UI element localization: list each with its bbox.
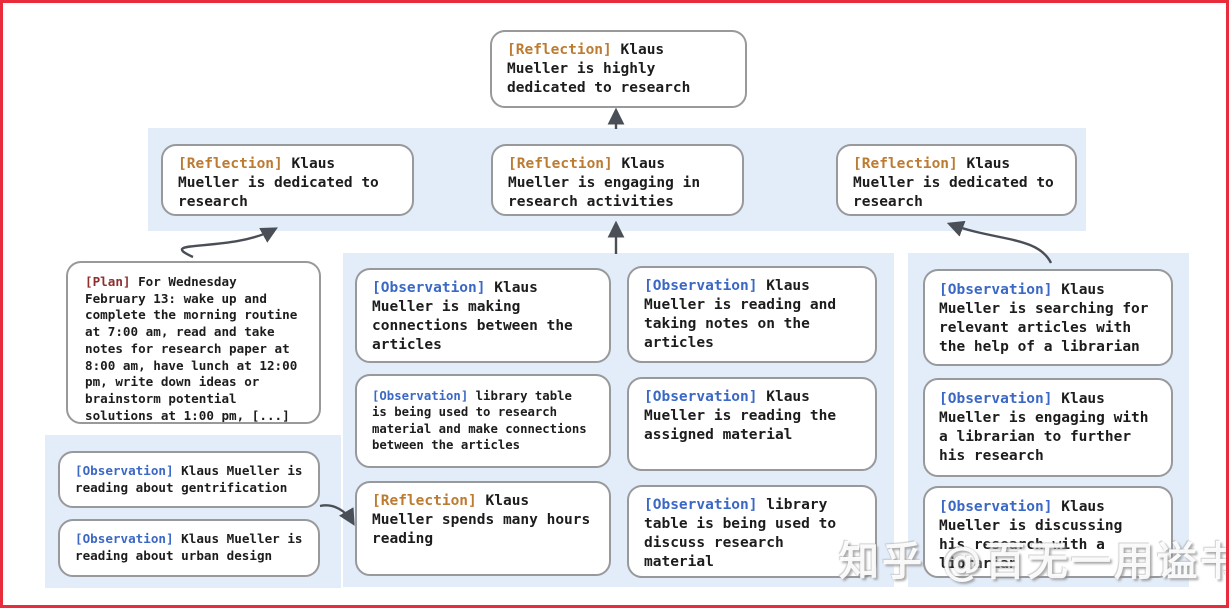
node-text: library table is being used to research … <box>372 389 587 453</box>
observation-node-assigned-material: [Observation] Klaus Mueller is reading t… <box>627 377 877 471</box>
node-text: Klaus Mueller is highly dedicated to res… <box>507 42 691 97</box>
plan-tag: [Plan] <box>85 274 131 289</box>
observation-tag: [Observation] <box>939 282 1053 298</box>
node-text: Klaus Mueller is reading the assigned ma… <box>644 389 837 444</box>
observation-node-gentrification: [Observation] Klaus Mueller is reading a… <box>58 451 320 508</box>
observation-tag: [Observation] <box>644 389 758 405</box>
observation-tag: [Observation] <box>75 463 174 478</box>
node-text: Klaus Mueller spends many hours reading <box>372 493 591 548</box>
reflection-tag: [Reflection] <box>178 156 283 172</box>
node-text: Klaus Mueller is engaging in research ac… <box>508 156 701 211</box>
node-text: Klaus Mueller is reading about gentrific… <box>75 463 303 495</box>
observation-tag: [Observation] <box>939 391 1053 407</box>
reflection-node-root: [Reflection] Klaus Mueller is highly ded… <box>490 30 747 108</box>
observation-tag: [Observation] <box>75 531 174 546</box>
observation-node-discussing-research: [Observation] Klaus Mueller is discussin… <box>923 486 1173 578</box>
observation-node-engaging-librarian: [Observation] Klaus Mueller is engaging … <box>923 378 1173 477</box>
observation-node-library-table-research: [Observation] library table is being use… <box>355 374 611 468</box>
reflection-tag: [Reflection] <box>507 42 612 58</box>
zhihu-watermark: 知乎 @百无一用谥书生 <box>839 539 1226 585</box>
reflection-node-middle: [Reflection] Klaus Mueller is engaging i… <box>491 144 744 216</box>
arrow-plan-to-left-reflection <box>180 227 278 259</box>
reflection-tag: [Reflection] <box>372 493 477 509</box>
node-text: Klaus Mueller is searching for relevant … <box>939 282 1149 356</box>
observation-tag: [Observation] <box>372 389 469 403</box>
reflection-tag: [Reflection] <box>853 156 958 172</box>
node-text: library table is being used to discuss r… <box>644 497 837 571</box>
reflection-node-hours-reading: [Reflection] Klaus Mueller spends many h… <box>355 481 611 576</box>
observation-node-making-connections: [Observation] Klaus Mueller is making co… <box>355 268 611 363</box>
reflection-node-left: [Reflection] Klaus Mueller is dedicated … <box>161 144 414 216</box>
node-text: For Wednesday February 13: wake up and c… <box>85 274 298 423</box>
observation-node-urban-design: [Observation] Klaus Mueller is reading a… <box>58 519 320 577</box>
node-text: Klaus Mueller is dedicated to research <box>178 156 379 211</box>
reflection-node-right: [Reflection] Klaus Mueller is dedicated … <box>836 144 1077 216</box>
observation-node-library-table-discuss: [Observation] library table is being use… <box>627 485 877 578</box>
node-text: Klaus Mueller is reading about urban des… <box>75 531 303 563</box>
observation-node-taking-notes: [Observation] Klaus Mueller is reading a… <box>627 266 877 363</box>
observation-tag: [Observation] <box>939 499 1053 515</box>
observation-tag: [Observation] <box>644 278 758 294</box>
observation-node-searching-articles: [Observation] Klaus Mueller is searching… <box>923 269 1173 366</box>
reflection-tag: [Reflection] <box>508 156 613 172</box>
node-text: Klaus Mueller is dedicated to research <box>853 156 1054 211</box>
node-text: Klaus Mueller is engaging with a librari… <box>939 391 1149 465</box>
node-text: Klaus Mueller is reading and taking note… <box>644 278 837 352</box>
node-text: Klaus Mueller is making connections betw… <box>372 280 573 354</box>
plan-node: [Plan] For Wednesday February 13: wake u… <box>66 261 321 424</box>
observation-tag: [Observation] <box>644 497 758 513</box>
observation-tag: [Observation] <box>372 280 486 296</box>
node-text: Klaus Mueller is discussing his research… <box>939 499 1123 573</box>
